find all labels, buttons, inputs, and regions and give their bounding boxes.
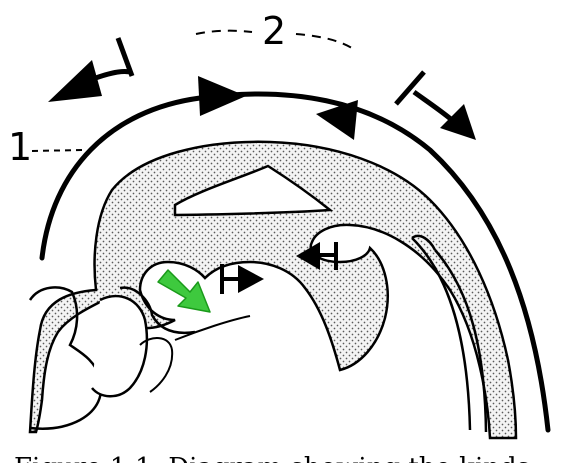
arc-arrowhead-left bbox=[316, 100, 358, 140]
label-2-leader-left bbox=[196, 31, 252, 34]
curved-arrow-left bbox=[48, 38, 132, 102]
arc-arrowhead-right bbox=[198, 76, 246, 116]
figure-caption: Figure 1-1. Diagram showing the kinds bbox=[14, 453, 530, 463]
tongue-line bbox=[175, 316, 250, 340]
jaw-inner bbox=[92, 296, 147, 396]
label-2: 2 bbox=[262, 9, 286, 53]
label-1-leader bbox=[32, 150, 82, 151]
label-2-leader-right bbox=[296, 34, 355, 50]
double-headed-arrow-center bbox=[222, 264, 264, 294]
curved-arrow-right bbox=[396, 72, 476, 140]
label-1: 1 bbox=[8, 125, 32, 169]
